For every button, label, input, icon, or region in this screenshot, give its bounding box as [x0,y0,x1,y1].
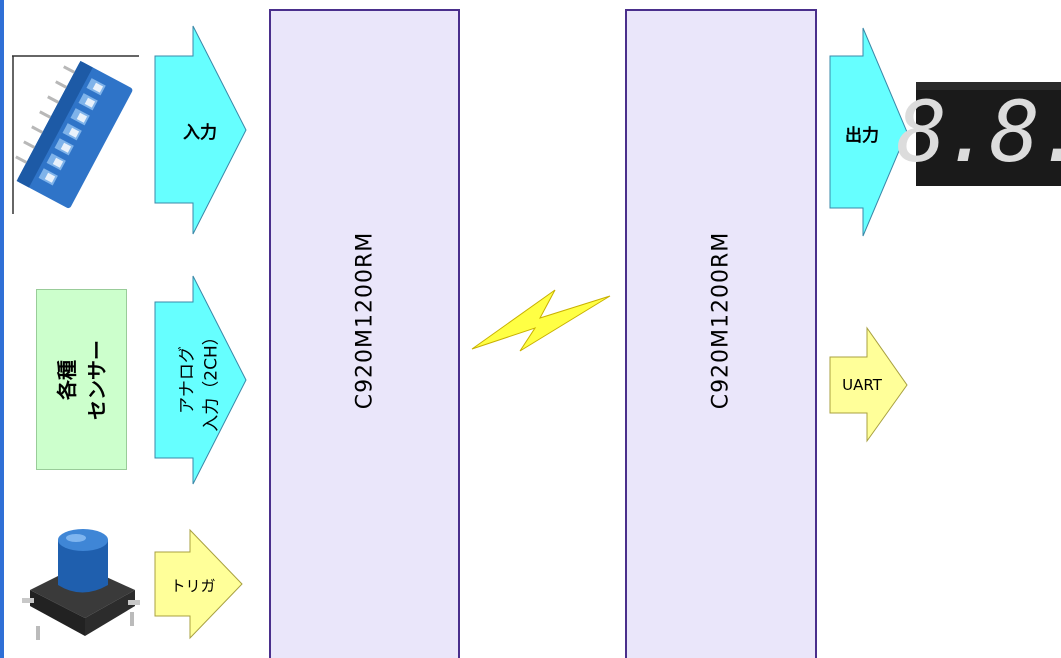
input-arrow-label: 入力 [183,122,217,143]
sensor-box [36,289,127,470]
left-border [0,0,4,658]
uart-arrow [829,326,908,443]
analog-input-label-line1: アナログ [178,346,199,414]
module-left-label: C920M1200RM [270,170,459,470]
seven-segment-digits: 8.8. [896,83,1061,181]
analog-input-arrow [154,275,247,485]
module-right-label: C920M1200RM [626,170,816,470]
module-left [269,9,460,658]
module-left-label-text: C920M1200RM [352,231,377,409]
output-arrow [829,27,908,237]
uart-arrow-label: UART [842,376,882,394]
lightning-bolt-icon [471,289,611,352]
trigger-arrow [154,528,243,640]
module-right [625,9,817,658]
analog-input-label-line2: 入力（2CH） [202,328,223,432]
output-arrow-label: 出力 [845,125,879,146]
push-button-image [22,518,140,646]
dip-switch-image [12,55,139,214]
sensor-box-label: 各種 センサー [36,289,127,470]
sensor-box-label-line2: センサー [84,339,109,420]
seven-segment-image [916,82,1061,186]
analog-input-label: アナログ 入力（2CH） [160,300,240,460]
input-arrow [154,25,247,235]
sensor-box-label-line1: 各種 [54,359,79,400]
module-right-label-text: C920M1200RM [708,231,734,409]
trigger-arrow-label: トリガ [170,576,216,595]
